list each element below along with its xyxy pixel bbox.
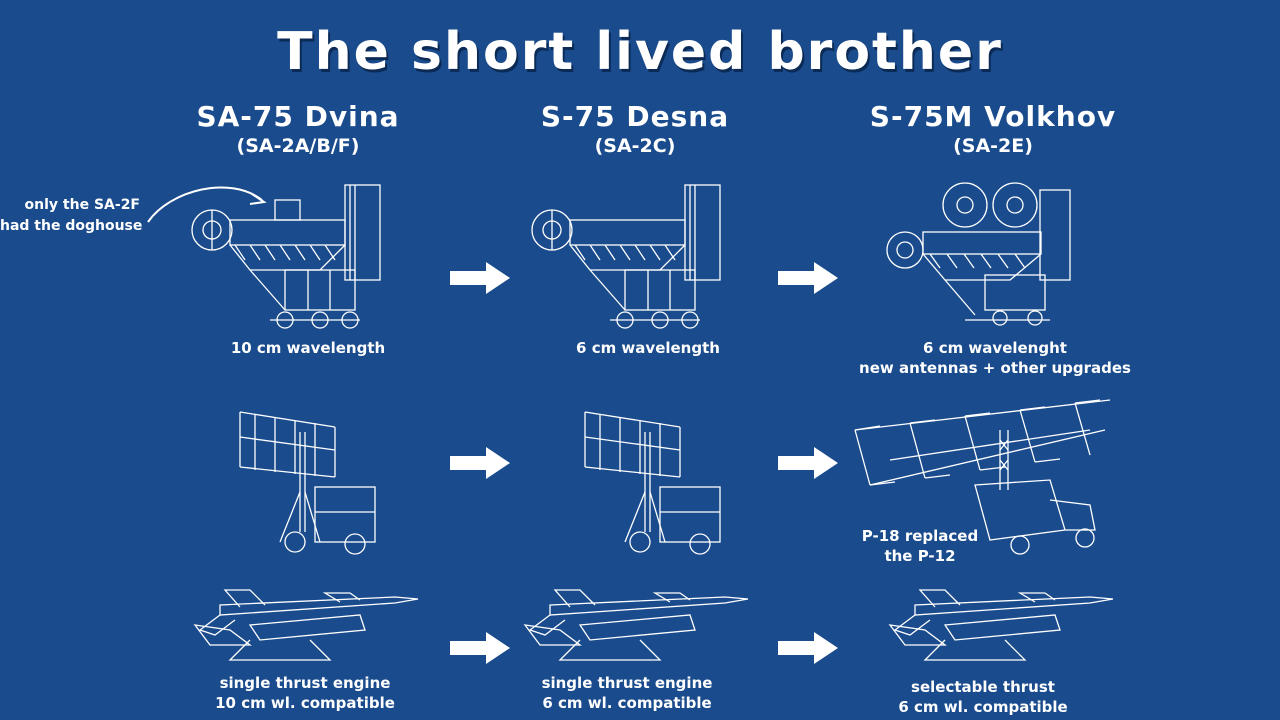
column-name: S-75M Volkhov [869, 100, 1117, 133]
column-name: SA-75 Dvina [196, 100, 400, 133]
doghouse-annotation: only the SA-2F had the doghouse [0, 195, 143, 237]
caption-line: 6 cm wavelength [576, 339, 720, 357]
p-18-radar-icon [854, 399, 1111, 555]
p-12-radar-icon [239, 411, 376, 555]
caption-line: new antennas + other upgrades [859, 359, 1131, 377]
right-arrow-icon [778, 262, 838, 294]
caption-line: single thrust engine [219, 674, 391, 692]
caption-line: 10 cm wavelength [230, 339, 386, 357]
missile-launcher-icon [523, 589, 749, 661]
caption-line: 6 cm wavelenght [923, 339, 1067, 357]
missile-caption-desna: single thrust engine 6 cm wl. compatible [512, 673, 742, 713]
note-line: P-18 replaced [861, 527, 979, 545]
caption-line: 6 cm wl. compatible [898, 698, 1068, 716]
caption-line: 6 cm wl. compatible [542, 694, 712, 712]
right-arrow-icon [450, 632, 510, 664]
column-code: (SA-2C) [594, 135, 676, 157]
right-arrow-icon [450, 447, 510, 479]
missile-launcher-icon [888, 589, 1114, 661]
column-header-desna: S-75 Desna (SA-2C) [455, 100, 815, 157]
column-header-volkhov: S-75M Volkhov (SA-2E) [813, 100, 1173, 157]
annotation-arrow [147, 186, 267, 223]
right-arrow-icon [778, 447, 838, 479]
radar-caption-desna: 6 cm wavelength [548, 338, 748, 358]
right-arrow-icon [778, 632, 838, 664]
missile-caption-volkhov: selectable thrust 6 cm wl. compatible [868, 677, 1098, 717]
p-12-radar-icon [584, 411, 721, 555]
fan-song-e-radar-icon [886, 182, 1071, 326]
annotation-line: had the doghouse [0, 218, 143, 234]
caption-line: selectable thrust [911, 678, 1055, 696]
caption-line: 10 cm wl. compatible [215, 694, 395, 712]
right-arrow-icon [450, 262, 510, 294]
note-line: the P-12 [884, 547, 956, 565]
column-name: S-75 Desna [540, 100, 730, 133]
annotation-line: only the SA-2F [24, 197, 140, 213]
page-title: The short lived brother [277, 22, 1003, 82]
column-header-dvina: SA-75 Dvina (SA-2A/B/F) [118, 100, 478, 157]
radar-caption-volkhov: 6 cm wavelenght new antennas + other upg… [855, 338, 1135, 378]
caption-line: single thrust engine [541, 674, 713, 692]
fan-song-radar-icon [531, 184, 721, 329]
p-18-note: P-18 replaced the P-12 [860, 526, 980, 566]
radar-caption-dvina: 10 cm wavelength [208, 338, 408, 358]
column-code: (SA-2E) [953, 135, 1033, 157]
missile-caption-dvina: single thrust engine 10 cm wl. compatibl… [190, 673, 420, 713]
column-code: (SA-2A/B/F) [236, 135, 360, 157]
fan-song-radar-icon [191, 184, 381, 329]
missile-launcher-icon [193, 589, 419, 661]
